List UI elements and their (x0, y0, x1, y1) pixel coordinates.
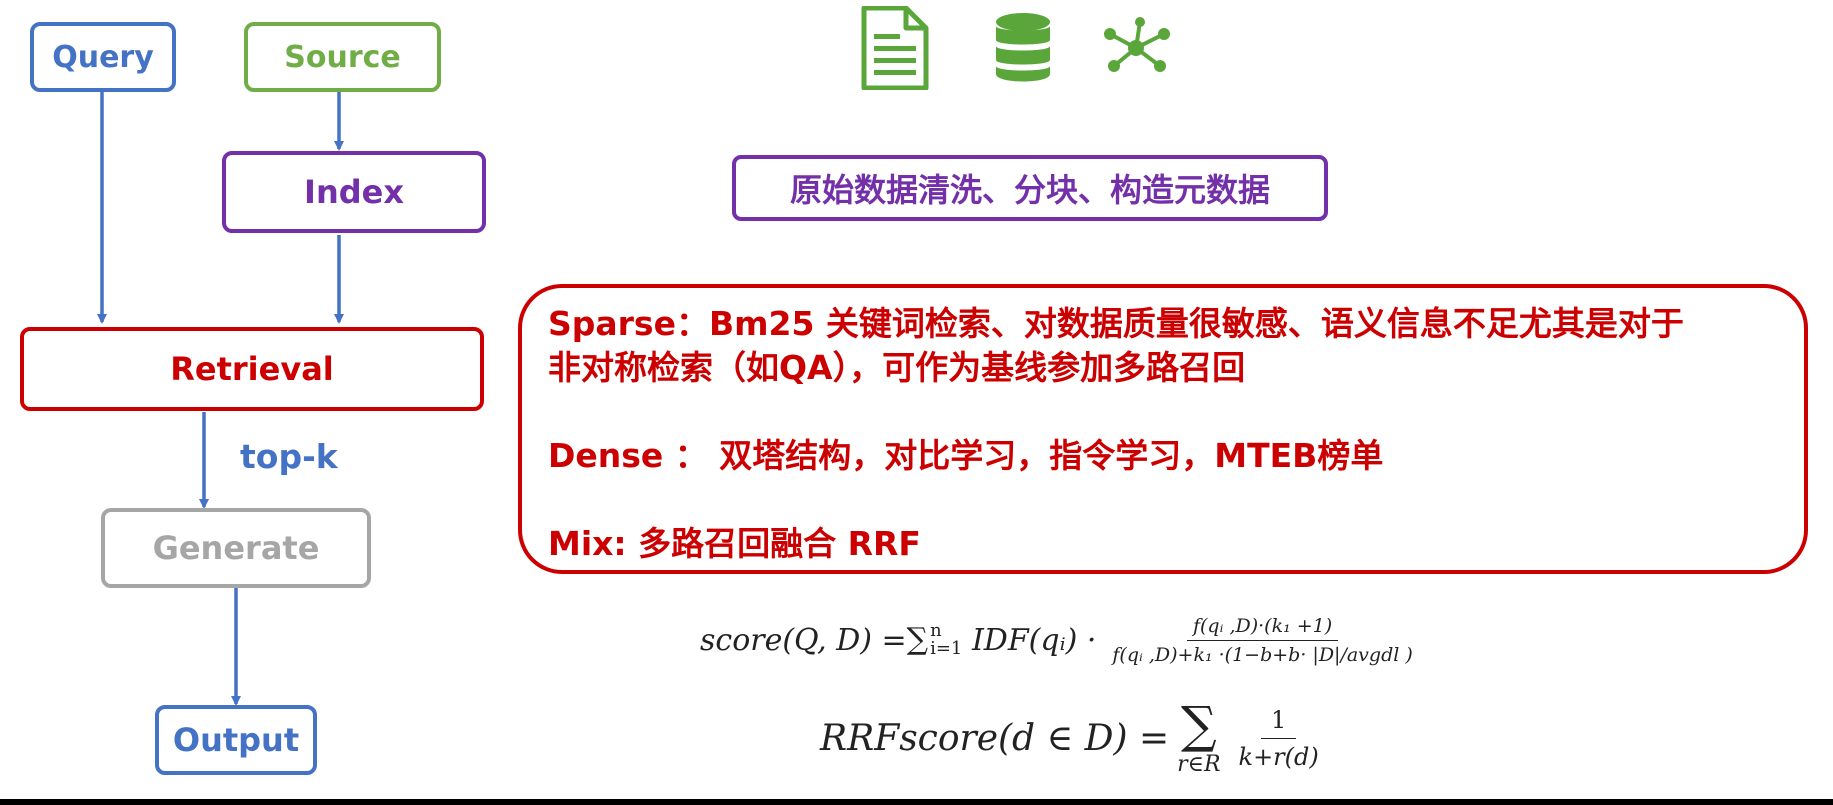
output-label: Output (172, 721, 300, 759)
generate-node: Generate (101, 508, 371, 588)
rrf-numerator: 1 (1261, 706, 1297, 739)
bottom-border (0, 799, 1833, 805)
database-icon (996, 13, 1050, 82)
query-label: Query (52, 39, 154, 75)
index-label: Index (304, 173, 404, 211)
rrf-formula: RRFscore(d ∈ D) = ∑ r∈R 1 k+r(d) (820, 690, 1329, 786)
dense-line: Dense ： 双塔结构，对比学习，指令学习，MTEB榜单 (548, 436, 1384, 475)
mix-line: Mix: 多路召回融合 RRF (548, 524, 921, 563)
output-node: Output (155, 705, 317, 775)
retrieval-methods-panel: Sparse：Bm25 关键词检索、对数据质量很敏感、语义信息不足尤其是对于 非… (518, 284, 1808, 574)
bm25-fraction: f(qᵢ ,D)·(k₁ +1) f(qᵢ ,D)+k₁ ·(1−b+b· |D… (1106, 615, 1418, 666)
rrf-lhs: RRFscore(d ∈ D) = (820, 717, 1170, 759)
rrf-sum-under: r∈R (1177, 752, 1221, 777)
bm25-denominator: f(qᵢ ,D)+k₁ ·(1−b+b· |D|/avgdl ) (1112, 643, 1413, 666)
retrieval-node: Retrieval (20, 327, 484, 411)
topk-label: top-k (240, 437, 338, 476)
sparse-line-2: 非对称检索（如QA），可作为基线参加多路召回 (548, 348, 1246, 387)
bm25-sum-upper: n (930, 620, 942, 641)
source-label: Source (284, 39, 401, 75)
index-node: Index (222, 151, 486, 233)
retrieval-label: Retrieval (170, 350, 334, 388)
sparse-line-1: Sparse：Bm25 关键词检索、对数据质量很敏感、语义信息不足尤其是对于 (548, 304, 1684, 343)
bm25-lhs: score(Q, D) = (700, 622, 907, 658)
query-node: Query (30, 22, 176, 92)
generate-label: Generate (152, 529, 320, 567)
bm25-numerator: f(qᵢ ,D)·(k₁ +1) (1186, 615, 1339, 641)
rrf-fraction: 1 k+r(d) (1229, 706, 1329, 771)
preprocess-label: 原始数据清洗、分块、构造元数据 (789, 171, 1270, 209)
document-icon (861, 6, 929, 90)
rrf-sum: ∑ r∈R (1177, 696, 1221, 777)
network-icon (1104, 17, 1170, 72)
preprocess-box: 原始数据清洗、分块、构造元数据 (732, 155, 1328, 221)
bm25-idf: IDF(qᵢ) · (971, 622, 1097, 658)
bm25-sum-lower: i=1 (930, 638, 963, 659)
source-node: Source (244, 22, 441, 92)
rrf-denominator: k+r(d) (1238, 742, 1319, 771)
